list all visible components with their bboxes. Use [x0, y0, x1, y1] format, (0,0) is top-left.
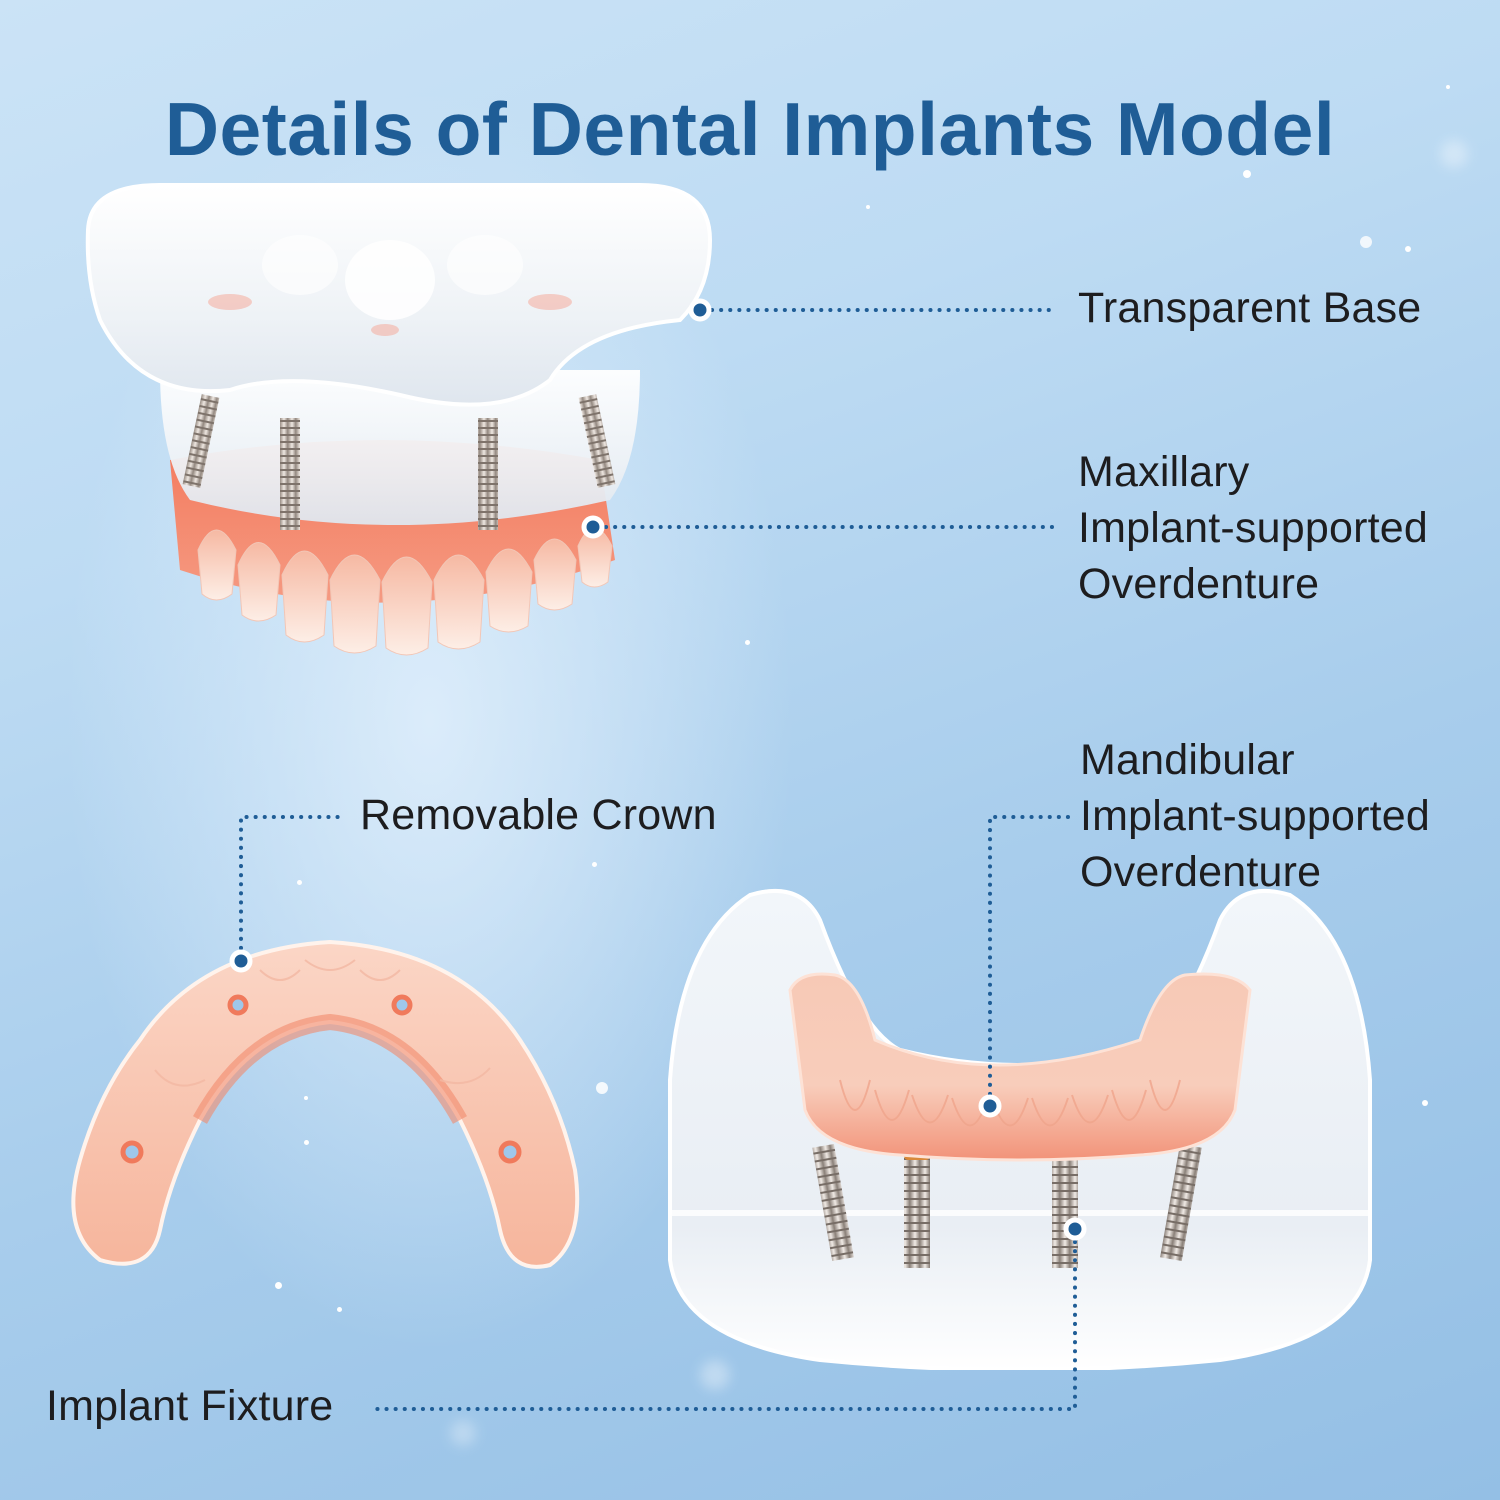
sparkle-decoration — [1446, 85, 1450, 89]
sparkle-decoration — [450, 1420, 476, 1446]
sparkle-decoration — [1422, 1100, 1428, 1106]
callout-removable-crown — [239, 815, 344, 950]
sparkle-decoration — [337, 1307, 342, 1312]
sparkle-decoration — [1440, 140, 1468, 168]
label-text: Implant-supported — [1080, 792, 1430, 840]
label-text: Overdenture — [1080, 848, 1322, 896]
sparkle-decoration — [1243, 170, 1251, 178]
label-text: Removable Crown — [360, 791, 717, 839]
sparkle-decoration — [1405, 246, 1411, 252]
mandibular-model-image — [668, 888, 1372, 1370]
sparkle-decoration — [866, 205, 870, 209]
sparkle-decoration — [297, 880, 302, 885]
label-mandibular-overdenture: Mandibular Implant-supported Overdenture — [1080, 732, 1430, 900]
label-transparent-base: Transparent Base — [1078, 280, 1421, 336]
label-text: Mandibular — [1080, 736, 1295, 784]
sparkle-decoration — [596, 1082, 608, 1094]
label-maxillary-overdenture: Maxillary Implant-supported Overdenture — [1078, 444, 1428, 612]
sparkle-decoration — [275, 1282, 282, 1289]
page-title: Details of Dental Implants Model — [164, 87, 1336, 172]
label-text: Overdenture — [1078, 560, 1320, 608]
sparkle-decoration — [745, 640, 750, 645]
label-removable-crown: Removable Crown — [360, 787, 717, 843]
maxillary-model-image — [85, 183, 713, 656]
sparkle-decoration — [304, 1140, 309, 1145]
label-text: Implant-supported — [1078, 504, 1428, 552]
label-text: Transparent Base — [1078, 284, 1422, 332]
sparkle-decoration — [304, 1096, 308, 1100]
sparkle-decoration — [592, 862, 597, 867]
sparkle-decoration — [1360, 236, 1372, 248]
label-text: Implant Fixture — [46, 1382, 334, 1430]
label-text: Maxillary — [1078, 448, 1250, 496]
label-implant-fixture: Implant Fixture — [46, 1378, 333, 1434]
removable-crown-image — [71, 939, 580, 1269]
